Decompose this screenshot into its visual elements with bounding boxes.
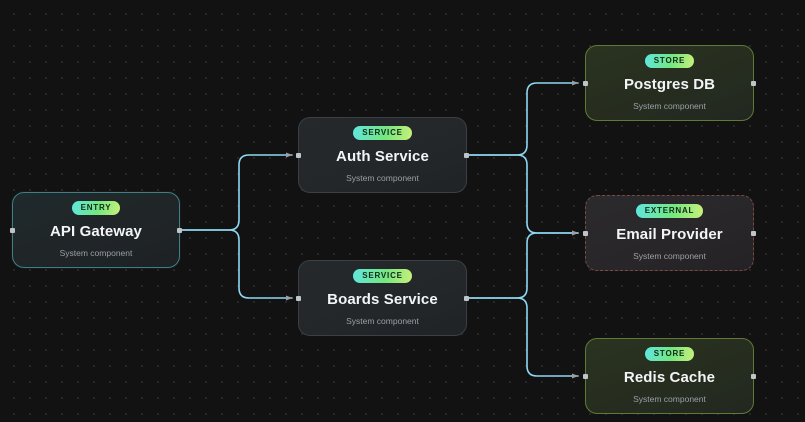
node-subtitle: System component <box>633 101 706 112</box>
node-subtitle: System component <box>633 251 706 262</box>
node-badge: STORE <box>644 54 695 68</box>
edge-gateway-to-boards[interactable] <box>181 229 293 301</box>
node-badge: ENTRY <box>71 201 121 215</box>
source-handle-email-provider[interactable] <box>751 230 756 236</box>
node-title: Redis Cache <box>623 368 716 386</box>
edge-gateway-to-auth[interactable] <box>181 152 293 231</box>
node-subtitle: System component <box>633 394 706 405</box>
node-title: Email Provider <box>616 225 723 243</box>
node-badge: STORE <box>644 347 695 361</box>
target-handle-postgres-db[interactable] <box>583 80 588 86</box>
edge-boards-to-redis[interactable] <box>468 297 579 379</box>
source-handle-redis-cache[interactable] <box>751 373 756 379</box>
edge-boards-to-email[interactable] <box>468 230 579 299</box>
target-handle-boards-service[interactable] <box>296 295 301 301</box>
node-title: API Gateway <box>50 222 142 240</box>
edge-auth-to-email[interactable] <box>468 154 579 236</box>
target-handle-api-gateway[interactable] <box>10 227 15 233</box>
source-handle-boards-service[interactable] <box>464 295 469 301</box>
node-title: Postgres DB <box>623 75 716 93</box>
target-handle-auth-service[interactable] <box>296 152 301 158</box>
edge-auth-to-postgres[interactable] <box>468 80 579 156</box>
node-postgres-db[interactable]: STORE Postgres DB System component <box>583 45 756 121</box>
source-handle-auth-service[interactable] <box>464 152 469 158</box>
target-handle-email-provider[interactable] <box>583 230 588 236</box>
source-handle-postgres-db[interactable] <box>751 80 756 86</box>
node-badge: SERVICE <box>353 126 412 140</box>
node-subtitle: System component <box>59 248 133 259</box>
node-title: Boards Service <box>327 290 438 308</box>
source-handle-api-gateway[interactable] <box>177 227 182 233</box>
node-title: Auth Service <box>336 147 429 165</box>
node-badge: EXTERNAL <box>635 204 704 218</box>
node-badge: SERVICE <box>353 269 412 283</box>
node-subtitle: System component <box>346 316 419 327</box>
node-subtitle: System component <box>346 173 419 184</box>
target-handle-redis-cache[interactable] <box>583 373 588 379</box>
